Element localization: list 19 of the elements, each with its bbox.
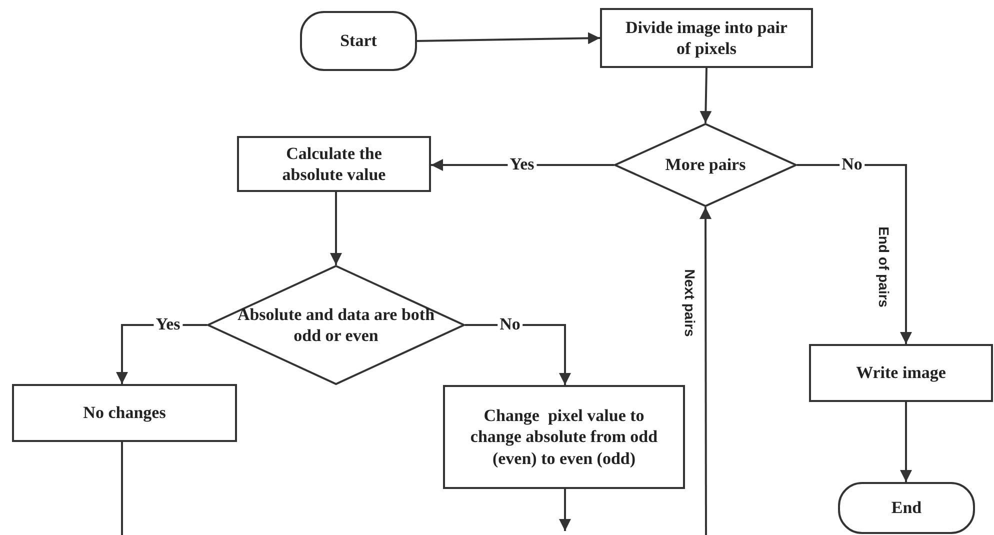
arrow <box>700 68 712 124</box>
arrow <box>700 207 712 535</box>
decision-diamond: More pairs <box>614 123 797 207</box>
arrow <box>797 164 912 344</box>
start-terminal: Start <box>300 11 417 71</box>
process-box: Write image <box>809 344 993 402</box>
process-box: No changes <box>12 384 237 442</box>
connector-line <box>121 442 123 535</box>
end-terminal: End <box>838 482 975 534</box>
flow-label: End of pairs <box>876 226 892 308</box>
process-box: Calculate the absolute value <box>237 136 431 192</box>
edge-label: Next pairs <box>682 269 698 337</box>
arrow <box>416 32 600 44</box>
process-box: Divide image into pair of pixels <box>600 8 813 68</box>
process-box: Change pixel value to change absolute from odd (even) to even (odd) <box>443 385 685 489</box>
decision-diamond: Absolute and data are both odd or even <box>207 265 465 385</box>
arrow <box>900 402 912 482</box>
arrow <box>330 192 342 265</box>
arrow <box>559 489 571 531</box>
